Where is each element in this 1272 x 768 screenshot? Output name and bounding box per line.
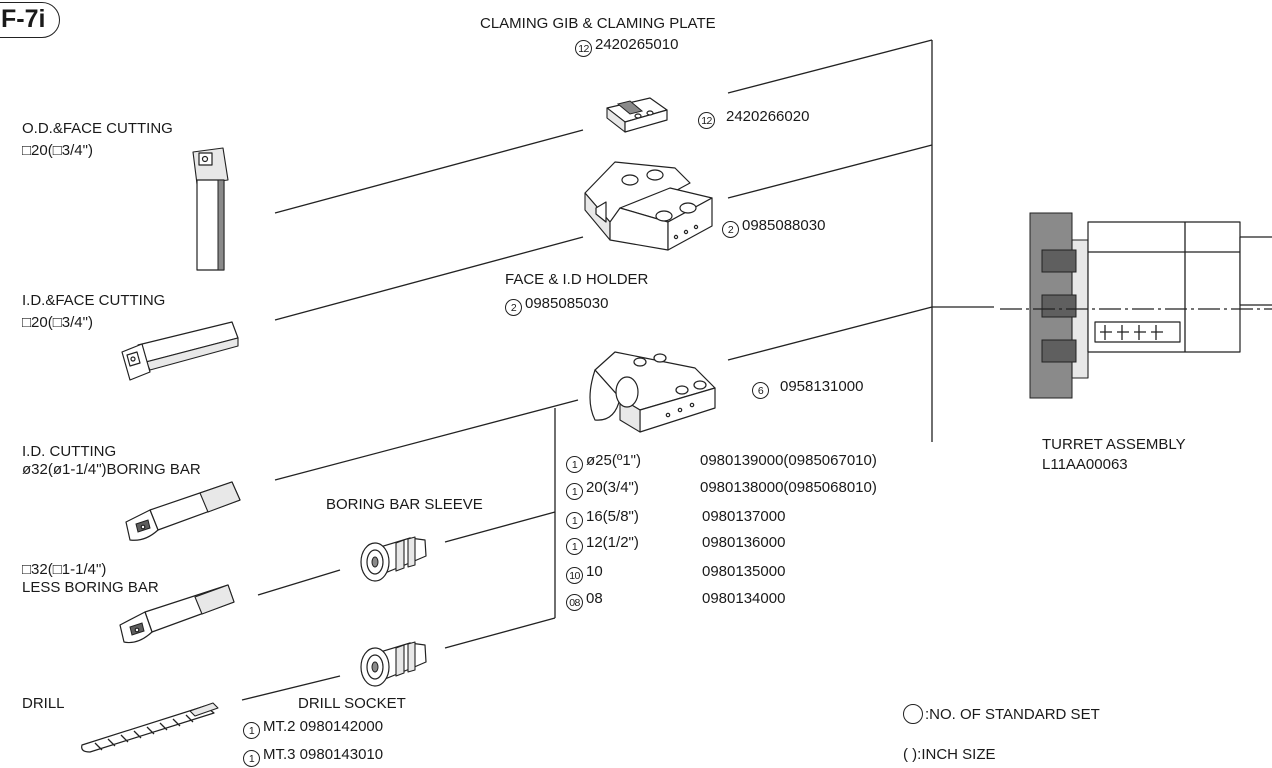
od-face-title: O.D.&FACE CUTTING bbox=[22, 120, 173, 137]
face-id-holder-part: 0985085030 bbox=[525, 295, 609, 312]
sleeve-size: 08 bbox=[586, 590, 603, 607]
sleeve-part: 0980137000 bbox=[702, 508, 786, 525]
boring-sleeve-drawing bbox=[360, 536, 427, 582]
qty-circle: 1 bbox=[243, 722, 260, 739]
line-gib-to-bus bbox=[727, 39, 933, 94]
id-face-tool-drawing bbox=[121, 321, 239, 381]
id-face-size: □20(□3/4") bbox=[22, 314, 93, 331]
drill-socket-label: MT.3 0980143010 bbox=[263, 746, 384, 763]
line-less-to-sleeve bbox=[257, 569, 341, 596]
sleeve-size: ø25(º1") bbox=[586, 452, 641, 469]
od-face-tool-drawing bbox=[192, 147, 229, 271]
boring-holder-callout: 6 0958131000 bbox=[752, 378, 863, 399]
line-holder-to-bus bbox=[727, 144, 933, 199]
face-id-holder-drawing bbox=[584, 161, 713, 251]
drill-socket-label: MT.2 0980142000 bbox=[263, 718, 384, 735]
turret-assembly-drawing bbox=[1000, 212, 1272, 399]
sleeve-size: 10 bbox=[586, 563, 603, 580]
less-boring-title: LESS BORING BAR bbox=[22, 579, 159, 596]
boring-sleeve-title: BORING BAR SLEEVE bbox=[326, 496, 483, 513]
drill-socket-drawing bbox=[360, 641, 427, 687]
line-idcut-to-boring bbox=[274, 399, 579, 481]
standard-set-circle-icon bbox=[903, 704, 923, 724]
id-face-title: I.D.&FACE CUTTING bbox=[22, 292, 166, 309]
qty-circle: 12 bbox=[698, 112, 715, 129]
qty-circle: 1 bbox=[566, 538, 583, 555]
qty-circle: 1 bbox=[566, 456, 583, 473]
holder-part: 0985088030 bbox=[742, 217, 826, 234]
boring-bar-drawing bbox=[125, 481, 241, 541]
legend-inch: ( ):INCH SIZE bbox=[903, 746, 996, 763]
drill-title: DRILL bbox=[22, 695, 65, 712]
qty-circle: 6 bbox=[752, 382, 769, 399]
less-boring-bar-drawing bbox=[119, 584, 235, 644]
qty-circle: 10 bbox=[566, 567, 583, 584]
sleeve-size: 20(3/4") bbox=[586, 479, 639, 496]
sleeve-size: 12(1/2") bbox=[586, 534, 639, 551]
turret-title: TURRET ASSEMBLY bbox=[1042, 436, 1186, 453]
less-boring-size: □32(□1-1/4") bbox=[22, 561, 107, 578]
boring-holder-part: 0958131000 bbox=[780, 378, 864, 395]
sleeve-part: 0980136000 bbox=[702, 534, 786, 551]
line-boring-to-bus bbox=[727, 306, 933, 361]
qty-circle: 1 bbox=[243, 750, 260, 767]
boring-holder-drawing bbox=[589, 351, 716, 433]
clamping-plate-callout: 12 2420266020 bbox=[698, 108, 809, 129]
turret-part: L11AA00063 bbox=[1042, 456, 1128, 473]
line-sleeve-to-bracket bbox=[444, 511, 556, 543]
sleeve-part: 0980138000(0985068010) bbox=[700, 479, 877, 496]
line-drill-to-socket bbox=[241, 675, 341, 701]
drill-socket-title: DRILL SOCKET bbox=[298, 695, 406, 712]
legend-standard-text: :NO. OF STANDARD SET bbox=[925, 706, 1100, 723]
qty-circle: 08 bbox=[566, 594, 583, 611]
clamping-plate-part: 2420266020 bbox=[726, 108, 810, 125]
clamping-gib-part: 2420265010 bbox=[595, 36, 679, 53]
clamping-title: CLAMING GIB & CLAMING PLATE bbox=[480, 15, 716, 32]
qty-circle: 12 bbox=[575, 40, 592, 57]
sleeve-part: 0980134000 bbox=[702, 590, 786, 607]
page-badge: F-7i bbox=[0, 2, 60, 38]
od-face-size: □20(□3/4") bbox=[22, 142, 93, 159]
id-cutting-title: I.D. CUTTING bbox=[22, 443, 117, 460]
connector-lines bbox=[241, 39, 994, 701]
qty-circle: 2 bbox=[505, 299, 522, 316]
sleeve-size: 16(5/8") bbox=[586, 508, 639, 525]
qty-circle: 1 bbox=[566, 512, 583, 529]
qty-circle: 1 bbox=[566, 483, 583, 500]
drill-drawing bbox=[81, 702, 219, 753]
sleeve-part: 0980135000 bbox=[702, 563, 786, 580]
clamping-gib-drawing bbox=[606, 97, 668, 133]
legend-standard: :NO. OF STANDARD SET bbox=[903, 704, 1100, 724]
qty-circle: 2 bbox=[722, 221, 739, 238]
line-id-to-holder bbox=[274, 236, 584, 321]
face-id-holder-title: FACE & I.D HOLDER bbox=[505, 271, 649, 288]
id-cutting-size: ø32(ø1-1/4")BORING BAR bbox=[22, 461, 201, 478]
line-socket-to-bracket bbox=[444, 617, 556, 649]
line-od-to-gib bbox=[274, 129, 584, 214]
sleeve-part: 0980139000(0985067010) bbox=[700, 452, 877, 469]
